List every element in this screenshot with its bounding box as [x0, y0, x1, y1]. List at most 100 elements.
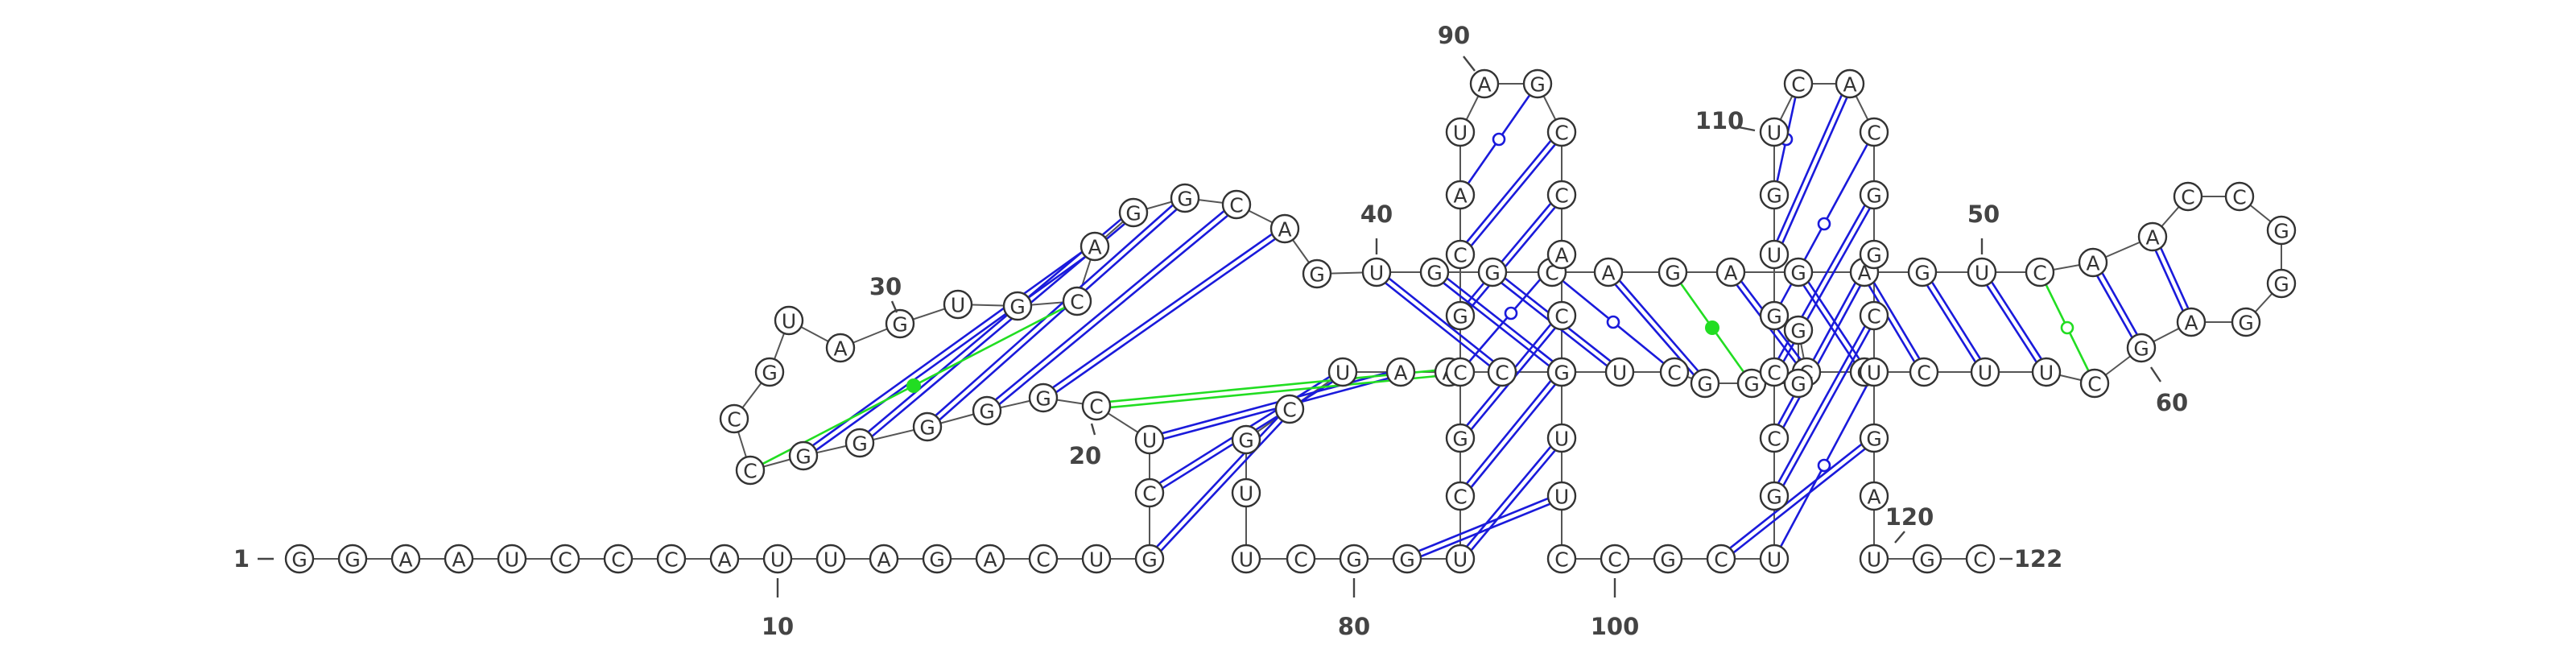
- nucleotide-26: C: [735, 455, 766, 486]
- nucleotide-12: A: [869, 544, 899, 574]
- nucleotide-letter: C: [1036, 548, 1050, 572]
- base-pair-21-39-line2: [1052, 233, 1273, 389]
- base-pair-109-119: [1782, 267, 1872, 428]
- nucleotide-letter: C: [2087, 373, 2101, 396]
- nucleotide-letter: U: [782, 310, 796, 333]
- nucleotide-50: G: [1907, 257, 1938, 287]
- nucleotide-86: U: [1445, 544, 1476, 574]
- base-pair-23-37: [939, 209, 1178, 421]
- nucleotide-115: C: [1783, 68, 1814, 99]
- nucleotide-letter: G: [2273, 220, 2289, 243]
- nucleotide-107: U: [1759, 544, 1790, 574]
- nucleotide-106: C: [1706, 544, 1736, 574]
- nucleotide-circle: [972, 395, 1002, 426]
- base-pair-52-62-mark: [2060, 320, 2074, 335]
- nucleotide-circle: [1759, 544, 1790, 574]
- base-pair-22-38: [998, 214, 1229, 405]
- nucleotide-6: C: [550, 544, 580, 574]
- nucleotide-circle: [788, 440, 819, 471]
- nucleotide-51: U: [1967, 257, 1997, 287]
- nucleotide-41: U: [1361, 257, 1392, 287]
- nucleotide-letter: C: [1973, 548, 1987, 572]
- nucleotide-circle: [1546, 300, 1577, 331]
- nucleotide-circle: [1080, 231, 1110, 262]
- nucleotide-letter: U: [1142, 429, 1157, 453]
- position-label: 1: [233, 545, 250, 573]
- nucleotide-circle: [2031, 357, 2062, 387]
- nucleotide-letter: A: [1278, 218, 1291, 242]
- nucleotide-circle: [1690, 368, 1720, 399]
- nucleotide-letter: C: [1495, 362, 1509, 385]
- nucleotide-circle: [1859, 117, 1889, 147]
- nucleotide-8: C: [656, 544, 687, 574]
- nucleotide-letter: C: [1229, 194, 1243, 217]
- nucleotide-circle: [1759, 481, 1790, 511]
- position-label: 60: [2156, 389, 2188, 416]
- nucleotide-circle: [1759, 357, 1790, 387]
- nucleotide-79: C: [1274, 394, 1305, 424]
- nucleotide-letter: C: [1554, 184, 1568, 208]
- nucleotide-23: G: [912, 411, 943, 442]
- nucleotide-circle: [2173, 181, 2203, 212]
- nucleotide-letter: G: [1766, 486, 1781, 509]
- nucleotide-13: G: [922, 544, 952, 574]
- nucleotide-73: U: [1604, 357, 1635, 387]
- nucleotide-56: C: [2224, 181, 2255, 212]
- nucleotide-letter: G: [929, 548, 944, 572]
- base-pair-26-34-mark: [906, 378, 921, 393]
- nucleotide-circle: [1600, 544, 1630, 574]
- nucleotide-32: U: [943, 289, 973, 320]
- nucleotide-17: G: [1134, 544, 1165, 574]
- nucleotide-circle: [1783, 315, 1814, 345]
- nucleotide-circle: [1081, 544, 1112, 574]
- nucleotide-55: C: [2173, 181, 2203, 212]
- nucleotide-circle: [2126, 333, 2157, 363]
- nucleotide-80: G: [1231, 424, 1261, 455]
- nucleotide-letter: G: [1452, 305, 1468, 329]
- nucleotide-97: C: [1546, 180, 1577, 210]
- nucleotide-123: A: [1859, 481, 1889, 511]
- nucleotide-circle: [1062, 286, 1092, 316]
- nucleotide-letter: U: [1239, 482, 1253, 506]
- base-pair-17-79: [1160, 420, 1283, 552]
- nucleotide-letter: A: [1843, 73, 1856, 97]
- nucleotide-39: A: [1269, 213, 1300, 244]
- base-pair-53-61: [2096, 275, 2133, 338]
- nucleotide-letter: C: [1282, 399, 1296, 422]
- nucleotide-29: U: [774, 305, 804, 336]
- nucleotide-letter: G: [1484, 262, 1500, 285]
- nucleotide-circle: [1221, 189, 1252, 220]
- base-pair-25-35: [815, 255, 1087, 452]
- nucleotide-circle: [1546, 423, 1577, 453]
- nucleotide-letter: G: [1125, 202, 1141, 225]
- nucleotide-letter: U: [2039, 362, 2054, 385]
- nucleotide-89: C: [1445, 357, 1476, 387]
- nucleotide-circle: [1759, 300, 1790, 331]
- nucleotide-letter: C: [664, 548, 678, 572]
- nucleotide-82: U: [1231, 544, 1261, 574]
- nucleotide-33: G: [1002, 291, 1033, 321]
- nucleotide-letter: U: [1975, 262, 1989, 285]
- nucleotide-circle: [1134, 544, 1165, 574]
- nucleotide-circle: [1604, 357, 1635, 387]
- nucleotide-circle: [1759, 180, 1790, 210]
- nucleotide-circle: [1487, 357, 1517, 387]
- nucleotide-circle: [1327, 357, 1358, 387]
- nucleotide-letter: G: [1399, 548, 1414, 572]
- nucleotide-circle: [825, 333, 856, 363]
- nucleotide-circle: [1659, 357, 1690, 387]
- base-pair-54-60-line2: [2160, 247, 2190, 309]
- base-pair-51-63: [1986, 284, 2037, 363]
- nucleotide-92: A: [1445, 180, 1476, 210]
- position-label: 50: [1967, 201, 2000, 228]
- nucleotide-105: G: [1653, 544, 1683, 574]
- nucleotide-letter: C: [1867, 305, 1880, 329]
- nucleotide-letter: U: [1978, 362, 1992, 385]
- nucleotide-99: C: [1546, 300, 1577, 331]
- nucleotide-letter: A: [452, 548, 465, 572]
- nucleotide-circle: [1783, 368, 1814, 399]
- nucleotide-4: A: [444, 544, 474, 574]
- nucleotide-circle: [1759, 117, 1790, 147]
- nucleotide-letter: A: [398, 548, 412, 572]
